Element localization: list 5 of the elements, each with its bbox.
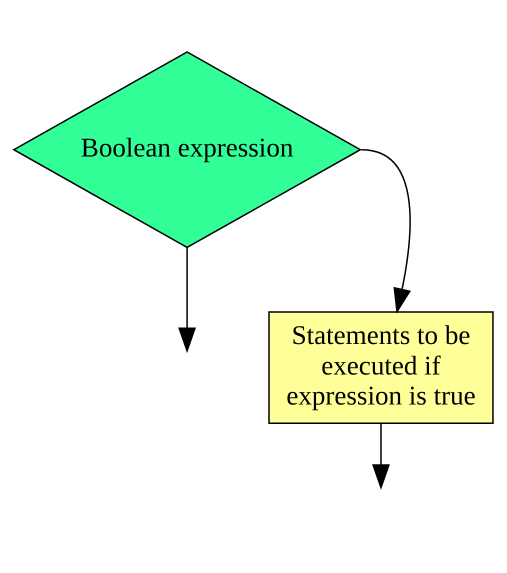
arrow <box>361 148 411 314</box>
arrow <box>178 247 196 354</box>
arrow <box>372 424 390 490</box>
node-diamond: Boolean expression <box>12 51 362 248</box>
node-box: Statements to be executed if expression is true <box>268 311 494 424</box>
